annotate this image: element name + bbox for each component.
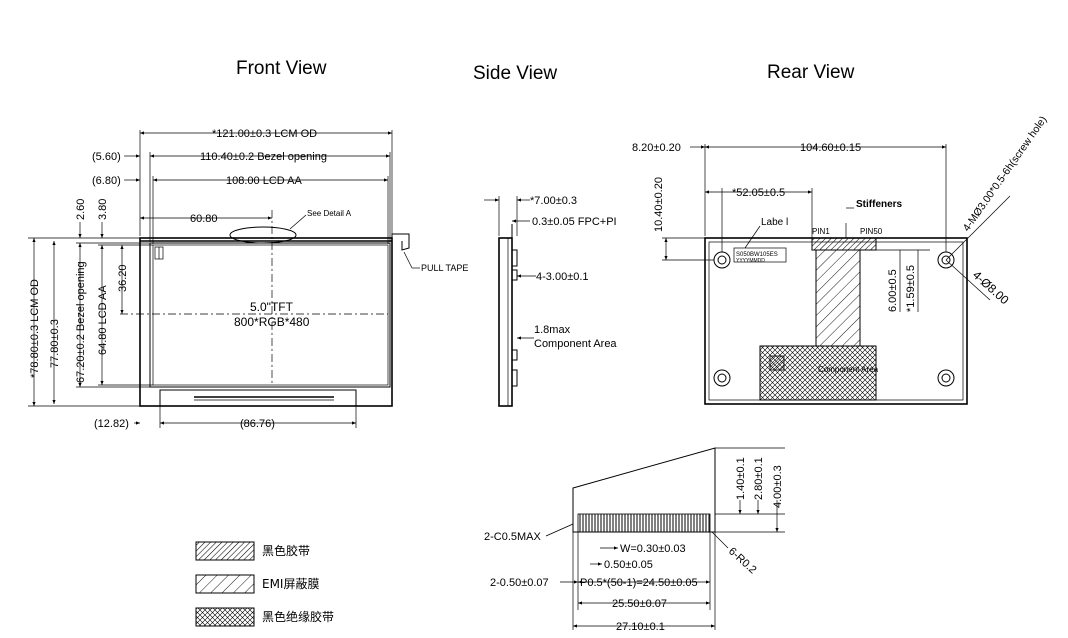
stiffener-area (811, 237, 877, 251)
fpc-detail: 1.40±0.1 2.80±0.1 4.00±0.3 2-C0.5MAX 6-R… (484, 447, 785, 633)
dim-fpc-h1: 1.40±0.1 (735, 457, 747, 500)
legend-label-insulating-tape: 黑色绝缘胶带 (262, 609, 334, 624)
pull-tape-label: PULL TAPE (421, 263, 468, 273)
legend-label-emi-film: EMI屏蔽膜 (262, 577, 319, 591)
dim-v-offset-1: 6.00±0.5 (887, 269, 899, 312)
dim-bezel-outer-height: 77.80±0.3 (49, 319, 61, 368)
rear-component-area (759, 345, 877, 401)
screw-hole-callout: 4-MØ3.00*0.5-6h(screw hole) (961, 114, 1050, 234)
dim-bottom-width: (86.76) (240, 418, 275, 430)
dim-pin-space: 0.50±0.05 (604, 559, 653, 571)
side-module-body (498, 237, 513, 407)
detail-a-marker (229, 226, 297, 244)
pin50-label: PIN50 (860, 227, 883, 236)
rear-label-text-1: S050BW105ES (736, 252, 778, 258)
rear-label-box (733, 247, 787, 263)
dim-label-offset: *52.05±0.5 (732, 187, 785, 199)
legend-swatch-emi-film (195, 574, 255, 594)
tft-resolution-label: 800*RGB*480 (234, 315, 310, 329)
dim-fpc-thickness: 0.3±0.05 FPC+PI (532, 216, 617, 228)
label-callout: Labe l (761, 217, 788, 228)
dim-fpc-h3: 4.00±0.3 (772, 465, 784, 508)
dim-hole-span: 104.60±0.15 (800, 142, 861, 154)
rear-view-title: Rear View (767, 62, 855, 83)
front-lcd-aa (152, 244, 389, 386)
fpc-pins (577, 513, 711, 533)
pin1-label: PIN1 (812, 227, 830, 236)
dim-pitch: P0.5*(50-1)=24.50±0.05 (580, 577, 698, 589)
screw-hole-br (937, 369, 955, 387)
dim-lcm-od-width: *121.00±0.3 LCM OD (212, 128, 317, 140)
dim-bottom-offset: (12.82) (94, 418, 129, 430)
dim-top-offset-1: 2.60 (75, 199, 87, 220)
dim-component-max: 1.8max (534, 324, 571, 336)
screw-hole-tl (713, 251, 731, 269)
side-view: *7.00±0.3 0.3±0.05 FPC+PI 4-3.00±0.1 1.8… (484, 195, 617, 407)
rear-view: Component Area S050BW105ES YYYYMMDD Labe… (632, 114, 1050, 405)
legend-swatch-insulating-tape (195, 607, 255, 627)
dim-edge-offset: 2-0.50±0.07 (490, 577, 549, 589)
radius-callout: 6-R0.2 (726, 545, 759, 576)
dim-aa-offset-x: (6.80) (92, 175, 121, 187)
component-area-label: Component Area (534, 338, 617, 350)
dim-bezel-opening-width: 110.40±0.2 Bezel opening (200, 151, 327, 163)
dim-lcm-od-height: *78.80±0.3 LCM OD (29, 279, 41, 378)
dim-rear-top-offset: 10.40±0.20 (653, 177, 665, 232)
stiffeners-label: Stiffeners (856, 199, 903, 210)
front-view: See Detail A PULL TAPE *121.00±0.3 LCM O… (28, 128, 468, 430)
legend: 黑色胶带 EMI屏蔽膜 黑色绝缘胶带 (195, 541, 334, 627)
dim-bezel-offset-x: (5.60) (92, 151, 121, 163)
legend-label-black-tape: 黑色胶带 (262, 543, 310, 558)
dim-lcd-aa-width: 108.00 LCD AA (226, 175, 302, 187)
dim-fpc-h2: 2.80±0.1 (753, 457, 765, 500)
dim-rear-left-offset: 8.20±0.20 (632, 142, 681, 154)
dim-thickness: *7.00±0.3 (530, 195, 577, 207)
side-view-title: Side View (473, 63, 557, 84)
rear-component-area-label: Component Area (818, 365, 879, 374)
tft-size-label: 5.0"TFT (250, 300, 294, 314)
dim-top-offset-2: 3.80 (97, 199, 109, 220)
dim-hole-depth: 4-3.00±0.1 (536, 271, 589, 283)
dim-center-x: 60.80 (190, 213, 218, 225)
detail-a-label: See Detail A (307, 209, 352, 218)
dim-center-y: 36.20 (117, 264, 129, 292)
rear-label-text-2: YYYYMMDD (736, 258, 765, 264)
chamfer-callout: 2-C0.5MAX (484, 531, 542, 543)
dim-v-offset-2: *1.59±0.5 (905, 265, 917, 312)
dim-lcd-aa-height: 64.80 LCD AA (97, 285, 109, 355)
legend-swatch-black-tape (195, 541, 255, 561)
dim-total-width: 27.10±0.1 (616, 621, 665, 633)
dim-bezel-opening-height: 67.20±0.2 Bezel opening (75, 261, 87, 383)
dim-pin-width: W=0.30±0.03 (620, 543, 686, 555)
dim-total-pins: 25.50±0.07 (612, 598, 667, 610)
screw-hole-bl (713, 369, 731, 387)
front-view-title: Front View (236, 58, 327, 79)
emi-film-area (815, 249, 861, 347)
